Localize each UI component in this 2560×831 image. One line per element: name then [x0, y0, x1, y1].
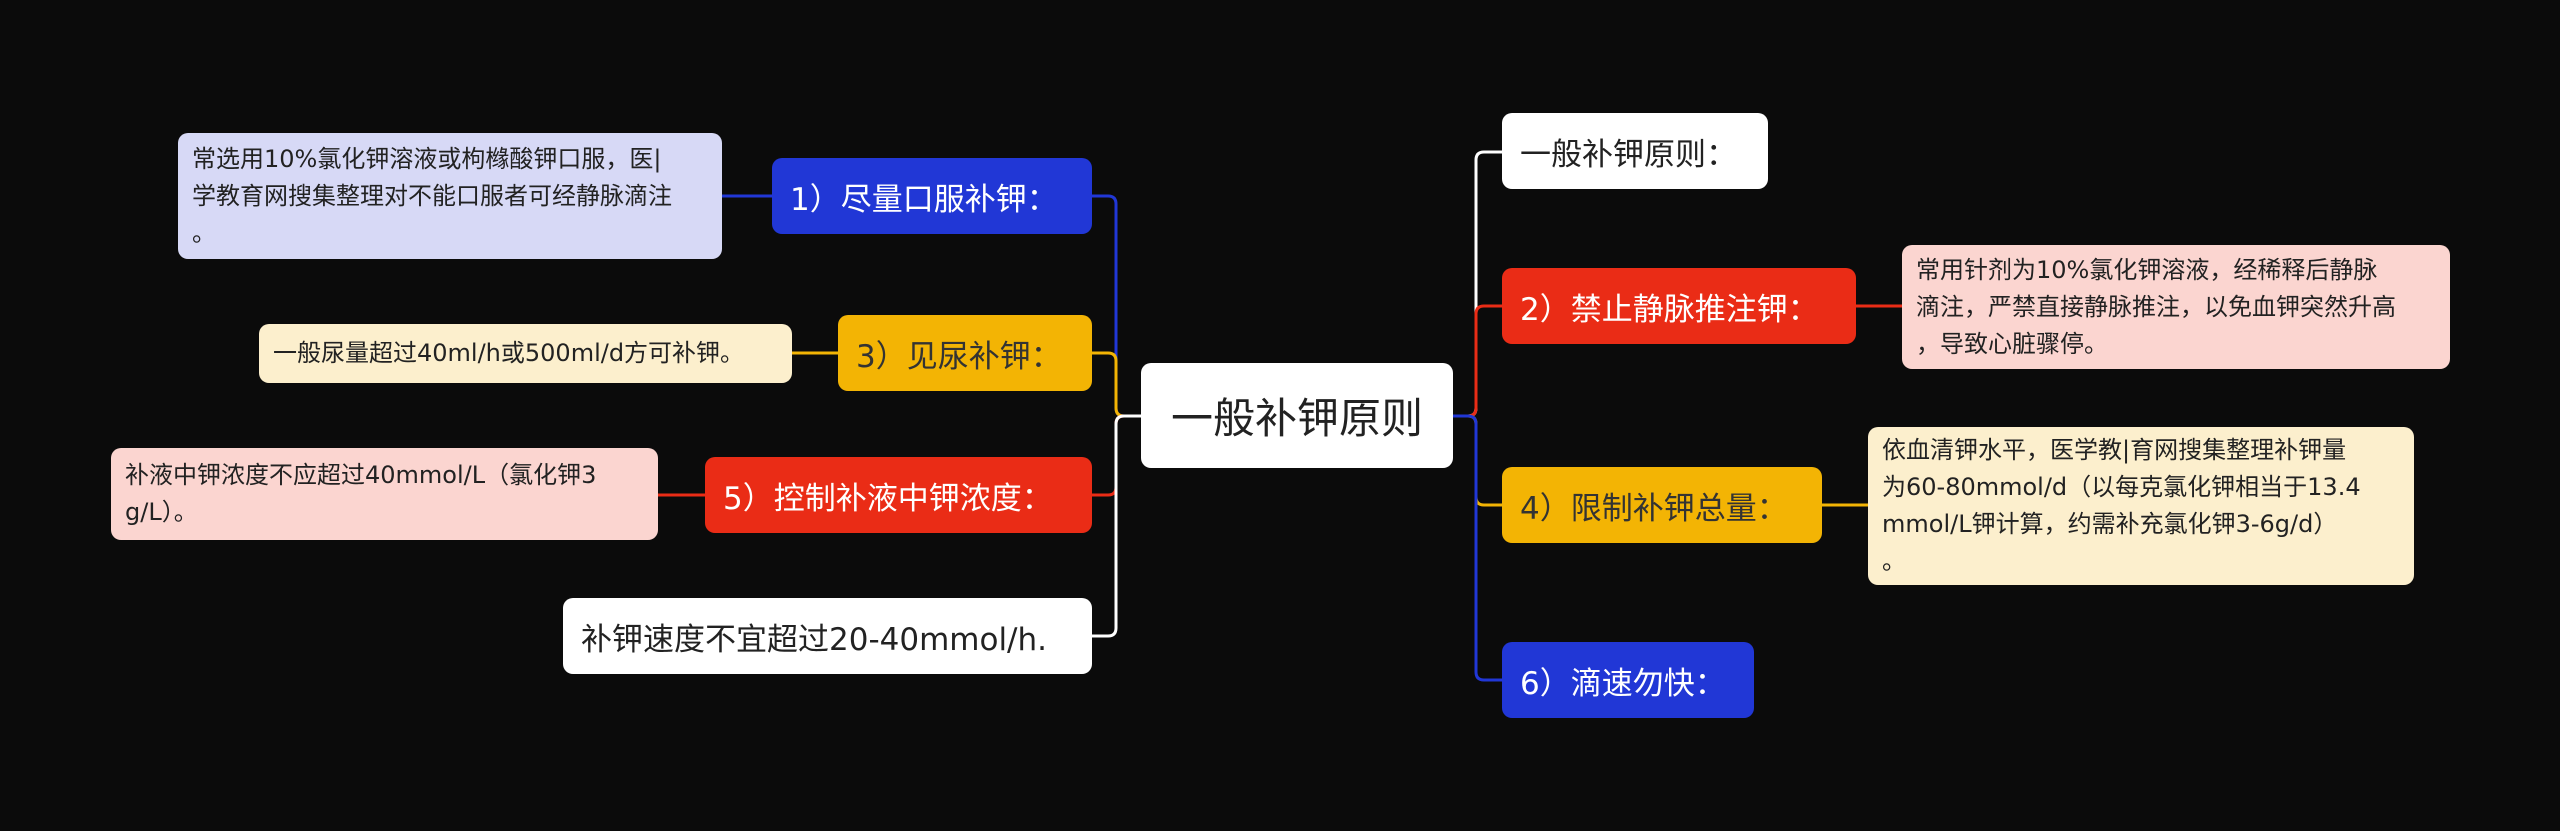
- detail-concentration[interactable]: 补液中钾浓度不应超过40mmol/L（氯化钾3 g/L）。: [111, 448, 658, 540]
- branch-limit-total[interactable]: 4）限制补钾总量：: [1502, 467, 1822, 543]
- detail-line: ，导致心脏骤停。: [1916, 329, 2108, 358]
- detail-line: 一般尿量超过40ml/h或500ml/d方可补钾。: [273, 339, 745, 367]
- detail-line: 常用针剂为10%氯化钾溶液，经稀释后静脉: [1916, 255, 2378, 284]
- detail-limit-total[interactable]: 依血清钾水平，医学教|育网搜集整理补钾量 为60-80mmol/d（以每克氯化钾…: [1868, 427, 2414, 585]
- detail-line: 常选用10%氯化钾溶液或枸橼酸钾口服，医|: [192, 144, 662, 173]
- detail-oral[interactable]: 常选用10%氯化钾溶液或枸橼酸钾口服，医| 学教育网搜集整理对不能口服者可经静脉…: [178, 133, 722, 259]
- detail-line: g/L）。: [125, 498, 198, 526]
- detail-line: 补液中钾浓度不应超过40mmol/L（氯化钾3: [125, 461, 597, 489]
- branch-speed[interactable]: 补钾速度不宜超过20-40mmol/h.: [563, 598, 1092, 674]
- detail-urine[interactable]: 一般尿量超过40ml/h或500ml/d方可补钾。: [259, 324, 792, 383]
- branch-urine[interactable]: 3）见尿补钾：: [838, 315, 1092, 391]
- detail-line: 依血清钾水平，医学教|育网搜集整理补钾量: [1882, 436, 2347, 464]
- link-right-6: [1453, 414, 1502, 682]
- link-left-7: [1092, 414, 1141, 638]
- link-right-2: [1453, 304, 1502, 418]
- detail-line: 滴注，严禁直接静脉推注，以免血钾突然升高: [1916, 292, 2396, 321]
- branch-drip-rate[interactable]: 6）滴速勿快：: [1502, 642, 1754, 718]
- detail-line: mmol/L钾计算，约需补充氯化钾3-6g/d）: [1882, 510, 2338, 538]
- branch-general-principle[interactable]: 一般补钾原则：: [1502, 113, 1768, 189]
- center-node[interactable]: 一般补钾原则: [1141, 363, 1453, 468]
- detail-line: 。: [1882, 547, 1906, 575]
- detail-line: 学教育网搜集整理对不能口服者可经静脉滴注: [192, 181, 672, 210]
- link-left-3: [1092, 351, 1141, 418]
- branch-concentration[interactable]: 5）控制补液中钾浓度：: [705, 457, 1092, 533]
- detail-no-iv-push[interactable]: 常用针剂为10%氯化钾溶液，经稀释后静脉 滴注，严禁直接静脉推注，以免血钾突然升…: [1902, 245, 2450, 369]
- detail-line: 为60-80mmol/d（以每克氯化钾相当于13.4: [1882, 473, 2361, 501]
- branch-oral[interactable]: 1）尽量口服补钾：: [772, 158, 1092, 234]
- branch-no-iv-push[interactable]: 2）禁止静脉推注钾：: [1502, 268, 1856, 344]
- detail-line: 。: [192, 218, 216, 247]
